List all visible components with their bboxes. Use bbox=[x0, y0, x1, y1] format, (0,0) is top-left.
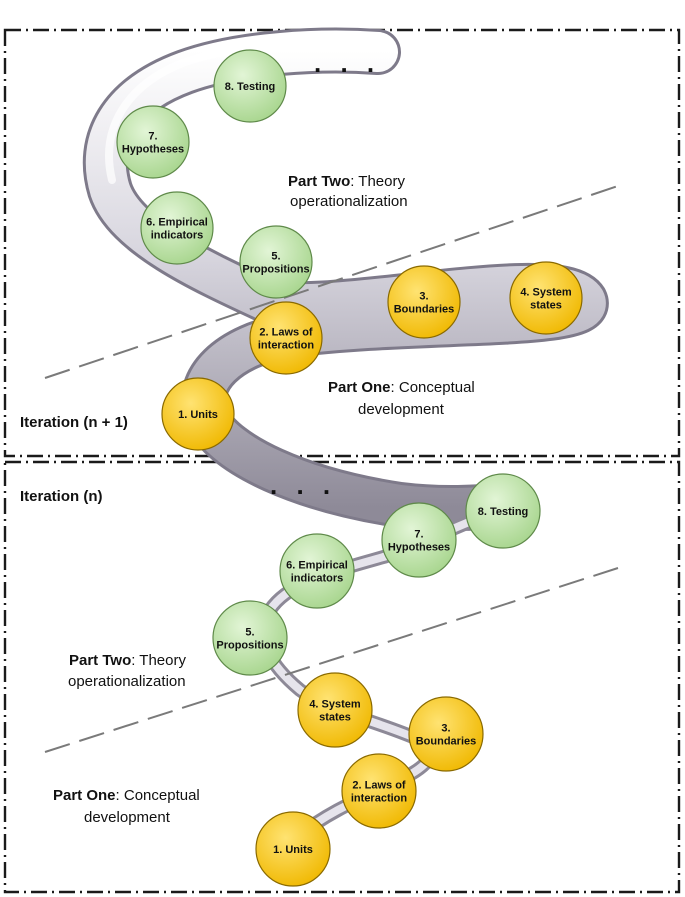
lower-node-5-propositions-circle bbox=[212, 600, 288, 676]
upper-part-one-line2: development bbox=[358, 401, 445, 418]
upper-node-8-testing: 8. Testing bbox=[213, 49, 287, 123]
iteration-n-frame bbox=[3, 460, 681, 894]
upper-node-4-system-states-circle bbox=[509, 261, 583, 335]
upper-node-3-boundaries-circle bbox=[387, 265, 461, 339]
upper-part-two-rest: : Theory bbox=[350, 173, 405, 190]
lower-node-2-laws-of-interaction-circle bbox=[341, 753, 417, 829]
upper-node-7-hypotheses-label-line-1: 7. bbox=[148, 131, 157, 143]
lower-node-7-hypotheses: 7.Hypotheses bbox=[381, 502, 457, 578]
lower-part-two-bold: Part Two bbox=[69, 652, 131, 669]
lower-part-one-rest: : Conceptual bbox=[116, 787, 200, 804]
lower-node-7-hypotheses-label-line-1: 7. bbox=[414, 529, 423, 541]
lower-node-7-hypotheses-label-line-2: Hypotheses bbox=[388, 542, 450, 554]
lower-node-1-units-label-line-1: 1. Units bbox=[273, 844, 313, 856]
lower-node-6-empirical-indicators-label-line-2: indicators bbox=[291, 573, 344, 585]
lower-node-2-laws-of-interaction-label-line-2: interaction bbox=[351, 793, 408, 805]
upper-node-7-hypotheses: 7.Hypotheses bbox=[116, 105, 190, 179]
upper-phase-divider bbox=[44, 185, 619, 379]
upper-node-5-propositions-label-line-1: 5. bbox=[271, 251, 280, 263]
lower-node-4-system-states-circle bbox=[297, 672, 373, 748]
upper-node-4-system-states-label-line-1: 4. System bbox=[520, 287, 572, 299]
lower-node-1-units-circle bbox=[255, 811, 331, 887]
upper-node-2-laws-of-interaction-circle bbox=[249, 301, 323, 375]
lower-part-one-label: Part One: Conceptual bbox=[53, 787, 200, 804]
upper-part-two-line2: operationalization bbox=[290, 193, 408, 210]
lower-node-8-testing-label-line-1: 8. Testing bbox=[478, 506, 529, 518]
upper-node-5-propositions-label-line-2: Propositions bbox=[242, 264, 309, 276]
upper-part-one-label: Part One: Conceptual bbox=[328, 379, 475, 396]
lower-node-1-units: 1. Units bbox=[255, 811, 331, 887]
lower-node-5-propositions-label-line-1: 5. bbox=[245, 627, 254, 639]
lower-part-two-label: Part Two: Theory bbox=[69, 652, 186, 669]
upper-node-1-units-circle bbox=[161, 377, 235, 451]
upper-node-2-laws-of-interaction-label-line-2: interaction bbox=[258, 340, 315, 352]
lower-node-8-testing-circle bbox=[465, 473, 541, 549]
iteration-n-plus-1-label: Iteration (n + 1) bbox=[20, 414, 128, 431]
lower-node-6-empirical-indicators-circle bbox=[279, 533, 355, 609]
lower-part-one-bold: Part One bbox=[53, 787, 116, 804]
upper-node-5-propositions: 5.Propositions bbox=[239, 225, 313, 299]
lower-node-3-boundaries-label-line-2: Boundaries bbox=[416, 736, 477, 748]
lower-node-3-boundaries-label-line-1: 3. bbox=[441, 723, 450, 735]
lower-node-5-propositions-label-line-2: Propositions bbox=[216, 640, 283, 652]
upper-part-two-label: Part Two: Theory bbox=[288, 173, 405, 190]
lower-node-4-system-states-label-line-1: 4. System bbox=[309, 699, 361, 711]
lower-node-2-laws-of-interaction-label-line-1: 2. Laws of bbox=[352, 780, 406, 792]
lower-node-3-boundaries: 3.Boundaries bbox=[408, 696, 484, 772]
lower-node-4-system-states-label-line-2: states bbox=[319, 712, 351, 724]
lower-node-3-boundaries-circle bbox=[408, 696, 484, 772]
iteration-n-label: Iteration (n) bbox=[20, 488, 103, 505]
upper-node-6-empirical-indicators-circle bbox=[140, 191, 214, 265]
upper-node-6-empirical-indicators-label-line-1: 6. Empirical bbox=[146, 217, 208, 229]
upper-node-8-testing-label-line-1: 8. Testing bbox=[225, 81, 276, 93]
lower-phase-divider bbox=[44, 567, 619, 753]
lower-ellipsis: . . . bbox=[270, 470, 336, 500]
lower-node-5-propositions: 5.Propositions bbox=[212, 600, 288, 676]
upper-part-one-rest: : Conceptual bbox=[391, 379, 475, 396]
lower-part-one-line2: development bbox=[84, 809, 171, 826]
upper-node-3-boundaries-label-line-1: 3. bbox=[419, 291, 428, 303]
upper-node-7-hypotheses-circle bbox=[116, 105, 190, 179]
upper-node-7-hypotheses-label-line-2: Hypotheses bbox=[122, 144, 184, 156]
lower-part-two-rest: : Theory bbox=[131, 652, 186, 669]
upper-ellipsis: . . . bbox=[314, 48, 380, 78]
lower-part-two-line2: operationalization bbox=[68, 673, 186, 690]
upper-node-1-units: 1. Units bbox=[161, 377, 235, 451]
upper-node-1-units-label-line-1: 1. Units bbox=[178, 409, 218, 421]
upper-node-5-propositions-circle bbox=[239, 225, 313, 299]
lower-node-7-hypotheses-circle bbox=[381, 502, 457, 578]
upper-part-one-bold: Part One bbox=[328, 379, 391, 396]
upper-node-6-empirical-indicators-label-line-2: indicators bbox=[151, 230, 204, 242]
lower-node-6-empirical-indicators-label-line-1: 6. Empirical bbox=[286, 560, 348, 572]
upper-node-8-testing-circle bbox=[213, 49, 287, 123]
lower-node-8-testing: 8. Testing bbox=[465, 473, 541, 549]
upper-node-4-system-states-label-line-2: states bbox=[530, 300, 562, 312]
upper-part-two-bold: Part Two bbox=[288, 173, 350, 190]
upper-node-3-boundaries-label-line-2: Boundaries bbox=[394, 304, 455, 316]
upper-node-2-laws-of-interaction-label-line-1: 2. Laws of bbox=[259, 327, 313, 339]
upper-node-3-boundaries: 3.Boundaries bbox=[387, 265, 461, 339]
